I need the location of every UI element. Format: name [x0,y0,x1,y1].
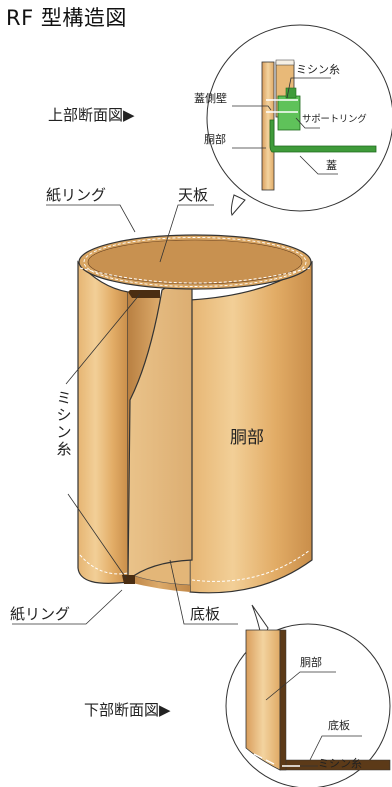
leader-thread [286,77,331,99]
label-top-thread: ミシン糸 [296,63,340,76]
leader-bottom-plate [169,559,238,625]
bottom-section-heading: 下部断面図▶ [84,703,171,718]
bottom-body-wall [245,629,281,771]
right-triangle-icon: ▶ [123,106,135,124]
label-bottom-plate-detail: 底板 [328,719,350,732]
label-top-body: 胴部 [204,133,226,146]
top-section-heading: 上部断面図▶ [48,108,135,123]
thread-char-2: シ [56,406,72,424]
label-bottom-plate: 底板 [190,605,221,623]
top-section-heading-text: 上部断面図 [48,106,124,124]
leader-thread-upper [65,293,141,385]
bottom-section-detail [225,604,391,787]
leader-bottom-body [265,671,336,701]
drum-body-left [77,260,129,584]
drum-body-right [189,260,313,594]
label-bottom-thread: ミシン糸 [318,757,362,770]
thread-char-1: ミ [56,389,72,407]
thread-char-4: 糸 [56,440,72,458]
leader-paper-ring-bottom [12,589,123,625]
label-lid-side-wall: 蓋側壁 [194,92,227,105]
leader-bottom-plate-detail [309,735,362,761]
leader-top-plate [159,204,214,263]
thread-char-3: ン [56,423,72,441]
label-thread-vertical: ミ シ ン 糸 [56,390,72,458]
label-paper-ring-bottom: 紙リング [10,605,71,623]
leader-lid [299,155,338,175]
leader-support-ring [295,117,320,129]
label-main-body: 胴部 [230,428,264,448]
label-lid: 蓋 [326,159,337,172]
label-support-ring: サポートリング [302,114,367,125]
label-top-plate: 天板 [178,186,209,204]
main-drum [77,234,313,594]
leader-lid-side-wall [232,105,272,111]
cut-edge-top [128,290,160,298]
bottom-section-heading-text: 下部断面図 [84,701,160,719]
top-section-detail [206,24,392,216]
lid-plate [269,119,377,153]
label-paper-ring-top: 紙リング [46,186,107,204]
label-bottom-body: 胴部 [300,656,322,669]
page-title: RF 型構造図 [6,6,127,30]
right-triangle-icon: ▶ [159,701,171,719]
support-ring [277,95,301,131]
leader-paper-ring-top [46,204,136,233]
cut-edge-bottom [122,575,135,584]
leader-thread-lower [67,493,127,579]
